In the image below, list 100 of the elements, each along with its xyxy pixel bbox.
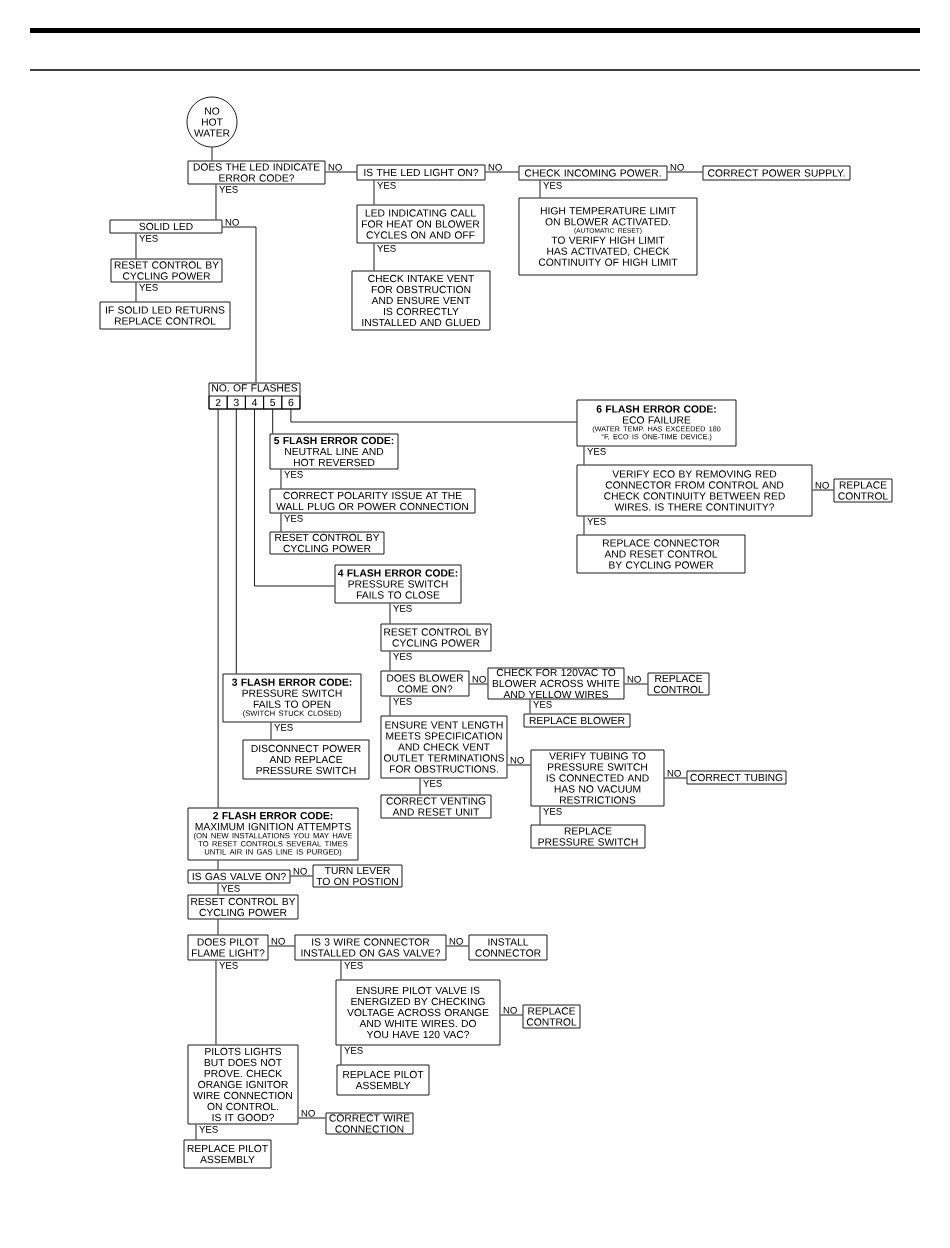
connector-line bbox=[215, 960, 217, 1045]
connector-line bbox=[280, 469, 282, 489]
flowchart-box: RESET CONTROL BY CYCLING POWER bbox=[269, 531, 385, 555]
edge-label: YES bbox=[587, 447, 606, 455]
edge-label: NO bbox=[670, 163, 684, 171]
connector-line bbox=[195, 1124, 197, 1140]
edge-label: YES bbox=[139, 234, 158, 242]
connector-line bbox=[272, 409, 274, 434]
edge-label: YES bbox=[543, 181, 562, 189]
connector-line bbox=[389, 603, 391, 624]
connector-line bbox=[583, 516, 585, 535]
flowchart-box: LED INDICATING CALL FOR HEAT ON BLOWER CYCLES ON AND OFF bbox=[356, 204, 485, 244]
flowchart-box: DOES THE LED INDICATE ERROR CODE? bbox=[187, 160, 326, 185]
flowchart-box: CORRECT POWER SUPPLY. bbox=[702, 165, 851, 181]
connector-line bbox=[290, 875, 313, 877]
flowchart-box: VERIFY TUBING TO PRESSURE SWITCH IS CONNECTED AND HAS NO VACUUM RESTRICTIONS bbox=[530, 749, 665, 807]
edge-label: YES bbox=[284, 470, 303, 478]
flowchart-box: VERIFY ECO BY REMOVING RED CONNECTOR FROM CONTROL AND CHECK CONTINUITY BETWEEN RED WIRES. IS THERE CONTINUITY? bbox=[576, 464, 813, 517]
flash-count-cell: 4 bbox=[244, 395, 265, 410]
connector-line bbox=[507, 764, 531, 766]
flowchart-box: CHECK INTAKE VENT FOR OBSTRUCTION AND ENSURE VENT IS CORRECTLY INSTALLED AND GLUED bbox=[351, 270, 491, 331]
flowchart-box: CORRECT VENTING AND RESET UNIT bbox=[380, 794, 492, 819]
flash-count-cell: 3 bbox=[226, 395, 246, 410]
connector-line bbox=[135, 233, 137, 259]
flowchart-box: CORRECT WIRE CONNECTION bbox=[325, 1112, 414, 1135]
connector-line bbox=[529, 699, 531, 714]
connector-line bbox=[280, 513, 282, 532]
connector-line bbox=[469, 683, 488, 685]
flowchart-box: IS 3 WIRE CONNECTOR INSTALLED ON GAS VALVE? bbox=[294, 934, 447, 961]
connector-line bbox=[290, 409, 577, 423]
flowchart-box: REPLACE CONTROL bbox=[647, 672, 710, 696]
edge-label: YES bbox=[423, 779, 442, 787]
connector-line bbox=[217, 860, 219, 870]
edge-label: NO bbox=[225, 218, 239, 226]
edge-label: YES bbox=[344, 961, 363, 969]
connector-line bbox=[389, 651, 391, 671]
connector-line bbox=[667, 171, 703, 173]
flowchart-box: CORRECT POLARITY ISSUE AT THE WALL PLUG OR POWER CONNECTION bbox=[269, 488, 476, 514]
edge-label: YES bbox=[219, 185, 238, 193]
flowchart-box: CHECK FOR 120VAC TO BLOWER ACROSS WHITE AND YELLOW WIRES bbox=[487, 667, 625, 700]
connector-line bbox=[389, 696, 391, 716]
edge-label: NO bbox=[449, 937, 463, 945]
flash-count-cell: 5 bbox=[263, 395, 283, 410]
flowchart-box: ENSURE VENT LENGTH MEETS SPECIFICATION AND CHECK VENT OUTLET TERMINATIONS FOR OBSTRUCTIONS. bbox=[380, 715, 508, 779]
connector-line bbox=[624, 683, 648, 685]
flash-count-cell: 6 bbox=[281, 395, 301, 410]
flowchart-box: RESET CONTROL BY CYCLING POWER bbox=[187, 894, 299, 920]
connector-line bbox=[135, 282, 137, 302]
flowchart-box: REPLACE PRESSURE SWITCH bbox=[530, 824, 646, 849]
connector-line bbox=[500, 1014, 523, 1016]
edge-label: NO bbox=[472, 675, 486, 683]
flowchart-box: DISCONNECT POWER AND REPLACE PRESSURE SWITCH bbox=[242, 739, 370, 780]
flowchart-box: IS GAS VALVE ON? bbox=[187, 869, 291, 884]
connector-line bbox=[373, 180, 375, 205]
flowchart-box: IS THE LED LIGHT ON? bbox=[356, 164, 486, 181]
flowchart-box: REPLACE CONTROL bbox=[522, 1004, 581, 1029]
flowchart-box: CORRECT TUBING bbox=[686, 770, 787, 785]
connector-line bbox=[217, 919, 219, 935]
flowchart-box: SOLID LED bbox=[109, 219, 223, 234]
edge-label: NO bbox=[503, 1006, 517, 1014]
edge-label: YES bbox=[139, 283, 158, 291]
edge-label: YES bbox=[221, 884, 240, 892]
connector-line bbox=[340, 960, 342, 980]
edge-label: NO bbox=[667, 769, 681, 777]
connector-line bbox=[812, 489, 834, 491]
connector-line bbox=[215, 184, 217, 220]
connector-line bbox=[373, 243, 375, 271]
connector-line bbox=[217, 409, 219, 808]
flowchart-box: DOES BLOWER COME ON? bbox=[380, 670, 470, 697]
connector-line bbox=[325, 171, 357, 173]
edge-label: YES bbox=[344, 1046, 363, 1054]
flowchart-box: INSTALL CONNECTOR bbox=[468, 934, 548, 961]
connector-line bbox=[446, 945, 469, 947]
connector-line bbox=[539, 806, 541, 825]
flowchart-box: RESET CONTROL BY CYCLING POWER bbox=[110, 258, 223, 283]
connector-line bbox=[539, 180, 541, 198]
edge-label: YES bbox=[393, 652, 412, 660]
flowchart-box: PILOTS LIGHTS BUT DOES NOT PROVE. CHECK ORANGE IGNITOR WIRE CONNECTION ON CONTROL. IS IT GOOD? bbox=[187, 1044, 299, 1125]
flowchart-box: REPLACE CONTROL bbox=[833, 478, 893, 503]
connector-line bbox=[268, 945, 295, 947]
connector-line bbox=[298, 1117, 326, 1119]
flowchart-box: TURN LEVER TO ON POSTION bbox=[312, 864, 403, 888]
connector-line bbox=[217, 883, 219, 895]
edge-label: YES bbox=[199, 1125, 218, 1133]
edge-label: YES bbox=[219, 961, 238, 969]
connector-line bbox=[340, 1045, 342, 1065]
edge-label: YES bbox=[587, 517, 606, 525]
connector-line bbox=[222, 226, 257, 383]
edge-label: NO bbox=[510, 756, 524, 764]
connector-line bbox=[664, 777, 687, 779]
error-code-box: 5 FLASH ERROR CODE: NEUTRAL LINE AND HOT REVERSED bbox=[269, 433, 399, 470]
connector-line bbox=[485, 171, 519, 173]
edge-label: YES bbox=[377, 244, 396, 252]
flowchart-box: IF SOLID LED RETURNS REPLACE CONTROL bbox=[99, 301, 231, 330]
flowchart-box: RESET CONTROL BY CYCLING POWER bbox=[380, 623, 492, 652]
edge-label: NO bbox=[815, 481, 829, 489]
edge-label: NO bbox=[301, 1109, 315, 1117]
flowchart-box: REPLACE PILOT ASSEMBLY bbox=[336, 1064, 430, 1096]
edge-label: YES bbox=[377, 181, 396, 189]
edge-label: YES bbox=[393, 697, 412, 705]
